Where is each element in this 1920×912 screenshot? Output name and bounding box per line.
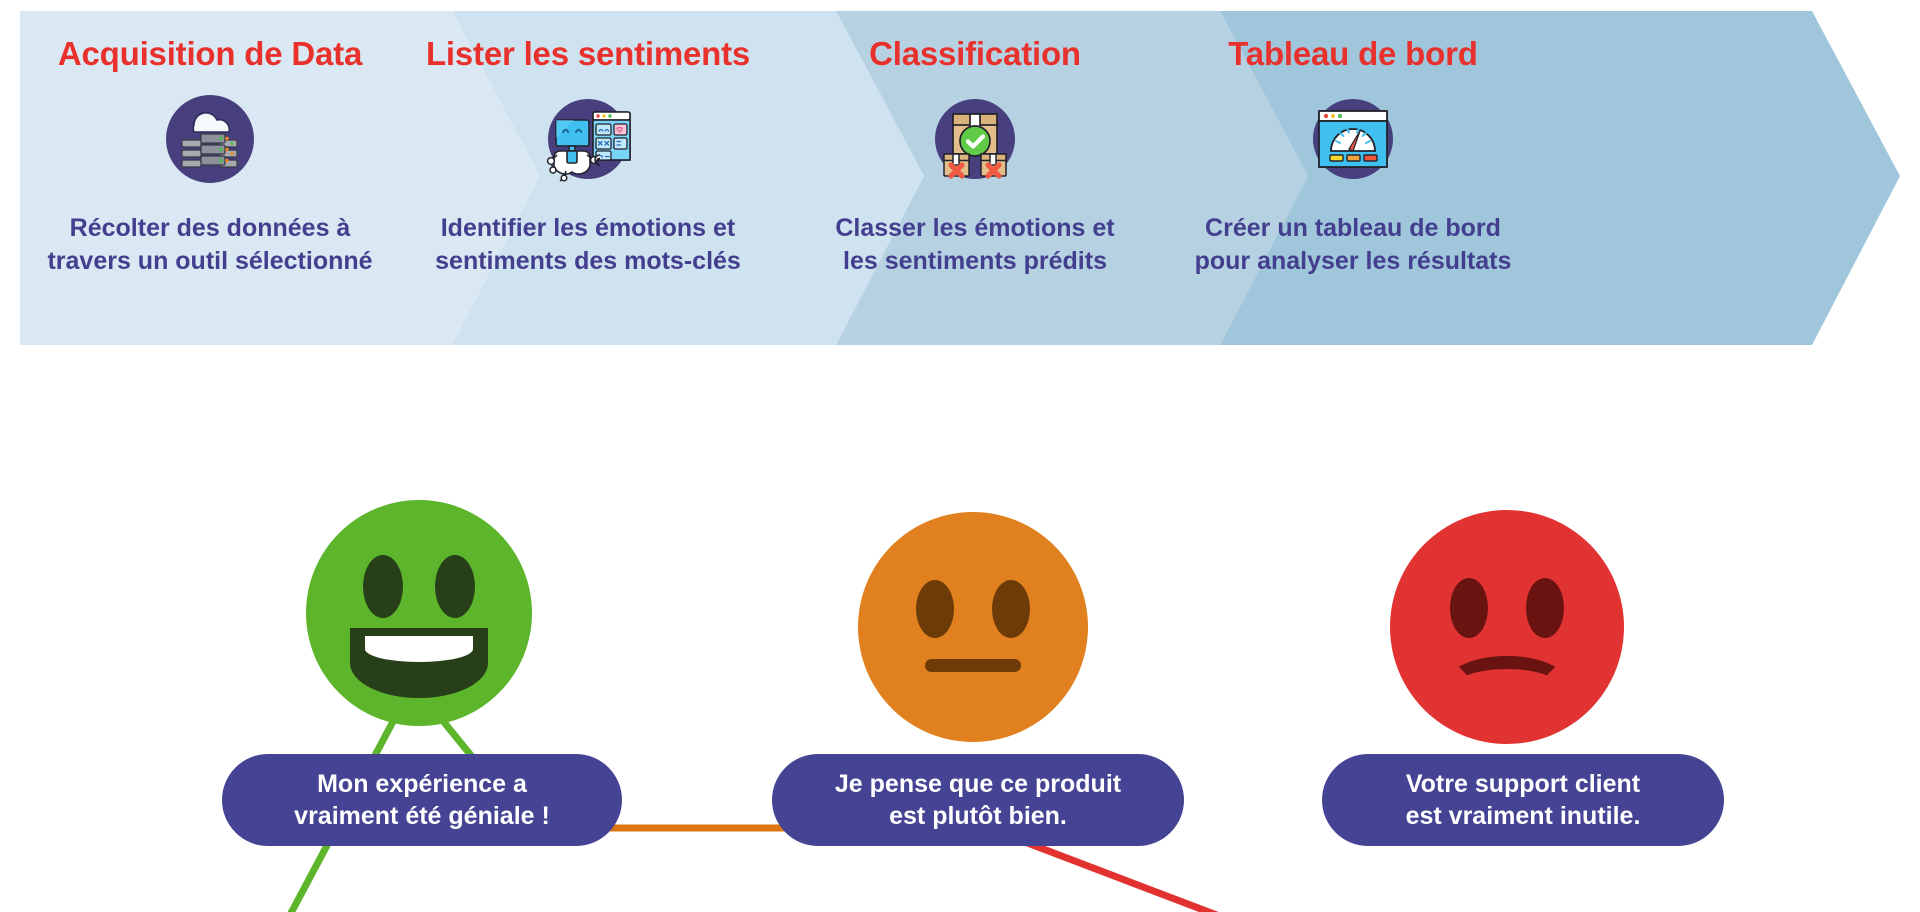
quote-bubble-neutral[interactable]: Je pense que ce produit est plutôt bien. xyxy=(772,754,1184,846)
process-arrow-shape-1[interactable] xyxy=(452,11,924,345)
process-arrow-shape-2[interactable] xyxy=(836,11,1308,345)
process-arrow-shape-3[interactable] xyxy=(1220,11,1900,345)
mouth-smile xyxy=(350,628,488,698)
eye-left xyxy=(363,555,403,618)
eye-right xyxy=(435,555,475,618)
quote-bubble-positive[interactable]: Mon expérience a vraiment été géniale ! xyxy=(222,754,622,846)
eye-left xyxy=(916,580,954,638)
mouth-flat xyxy=(925,659,1021,672)
sentiment-trend-scene: Mon expérience a vraiment été géniale ! … xyxy=(0,362,1920,912)
process-banner: Acquisition de Data xyxy=(0,0,1920,362)
process-banner-arrows xyxy=(20,11,1900,345)
eye-right xyxy=(1526,578,1564,638)
eye-left xyxy=(1450,578,1488,638)
trend-segment-negative xyxy=(986,824,1219,912)
process-arrow-shape-0[interactable] xyxy=(20,11,540,345)
eye-right xyxy=(992,580,1030,638)
face-positive[interactable] xyxy=(306,500,532,726)
face-negative[interactable] xyxy=(1390,510,1624,744)
quote-bubble-negative[interactable]: Votre support client est vraiment inutil… xyxy=(1322,754,1724,846)
mouth-frown xyxy=(1448,656,1566,708)
face-neutral[interactable] xyxy=(858,512,1088,742)
